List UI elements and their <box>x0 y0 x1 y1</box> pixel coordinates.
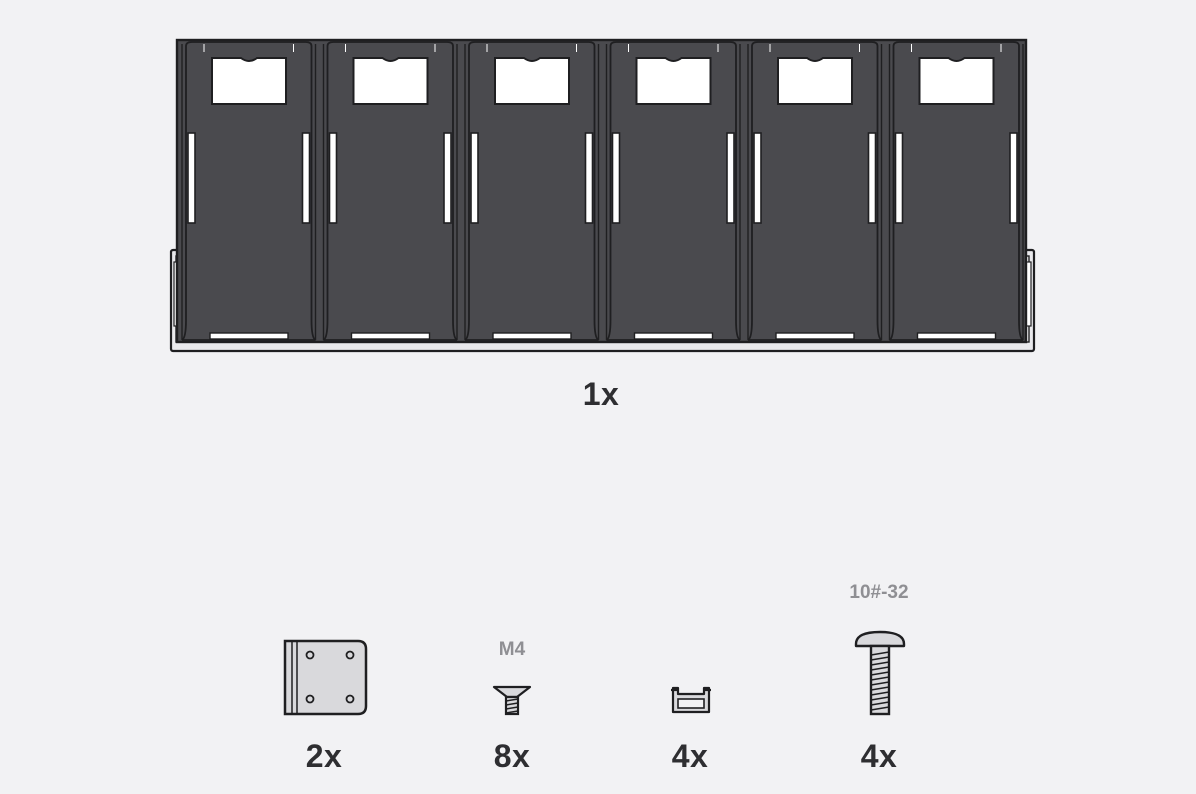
slot-side-slit-right <box>584 132 594 224</box>
bolt-thread <box>870 651 890 656</box>
slot-bottom-opening <box>916 332 997 340</box>
bolt-thread <box>870 701 890 706</box>
pan-head-bolt-spec: 10#-32 <box>849 582 909 603</box>
slot-pocket <box>747 41 883 341</box>
slot-pocket <box>888 41 1024 341</box>
slot-bottom-opening <box>775 332 855 340</box>
slot-window <box>211 57 287 105</box>
flat-head-screw-quantity: 8x <box>493 738 531 774</box>
bolt-thread <box>870 661 890 666</box>
u-clip-icon <box>671 686 711 714</box>
slot-side-slit-left <box>187 132 196 224</box>
slot-side-slit-left <box>753 132 762 224</box>
pan-head-bolt-icon <box>854 630 906 716</box>
slot-bottom-opening <box>350 332 431 340</box>
slot-window <box>494 57 570 105</box>
six-slot-holder-illustration <box>169 38 1036 353</box>
bolt-thread <box>870 686 890 691</box>
slot-bottom-opening <box>633 332 714 340</box>
slot-side-slit-right <box>443 132 452 224</box>
slot-pocket <box>464 41 600 341</box>
slot-side-slit-right <box>1009 132 1018 224</box>
slot-side-slit-right <box>867 132 877 224</box>
bracket-plate-icon <box>283 639 368 716</box>
slot-window <box>635 57 712 105</box>
slot-side-slit-left <box>894 132 904 224</box>
bolt-thread <box>870 691 890 696</box>
bolt-thread <box>870 666 890 671</box>
bolt-thread <box>870 681 890 686</box>
bolt-thread <box>870 656 890 661</box>
slot-side-slit-left <box>611 132 621 224</box>
bolt-thread <box>870 676 890 681</box>
holder-slot <box>747 41 883 341</box>
pan-head-bolt-quantity: 4x <box>860 738 898 774</box>
slot-window <box>352 57 429 105</box>
slot-bottom-opening <box>492 332 572 340</box>
bolt-thread <box>870 706 890 711</box>
slot-bottom-opening <box>209 332 289 340</box>
slot-pocket <box>322 41 458 341</box>
main-part-quantity: 1x <box>582 376 620 412</box>
flat-head-screw-icon <box>492 685 532 716</box>
bolt-thread <box>870 696 890 701</box>
slot-window <box>918 57 995 105</box>
slot-side-slit-right <box>726 132 735 224</box>
slot-window <box>777 57 853 105</box>
holder-slot <box>181 41 317 341</box>
slot-side-slit-left <box>470 132 479 224</box>
holder-slot <box>605 41 741 341</box>
bracket-plate-quantity: 2x <box>305 738 343 774</box>
flat-head-screw-spec: M4 <box>498 639 526 660</box>
holder-slots <box>181 41 1024 341</box>
holder-slot <box>464 41 600 341</box>
slot-pocket <box>605 41 741 341</box>
holder-slot <box>888 41 1024 341</box>
holder-slot <box>322 41 458 341</box>
slot-side-slit-left <box>328 132 338 224</box>
bolt-thread <box>870 671 890 676</box>
holder-back-panel <box>175 38 1028 344</box>
slot-pocket <box>181 41 317 341</box>
slot-side-slit-right <box>301 132 311 224</box>
u-clip-quantity: 4x <box>671 738 709 774</box>
